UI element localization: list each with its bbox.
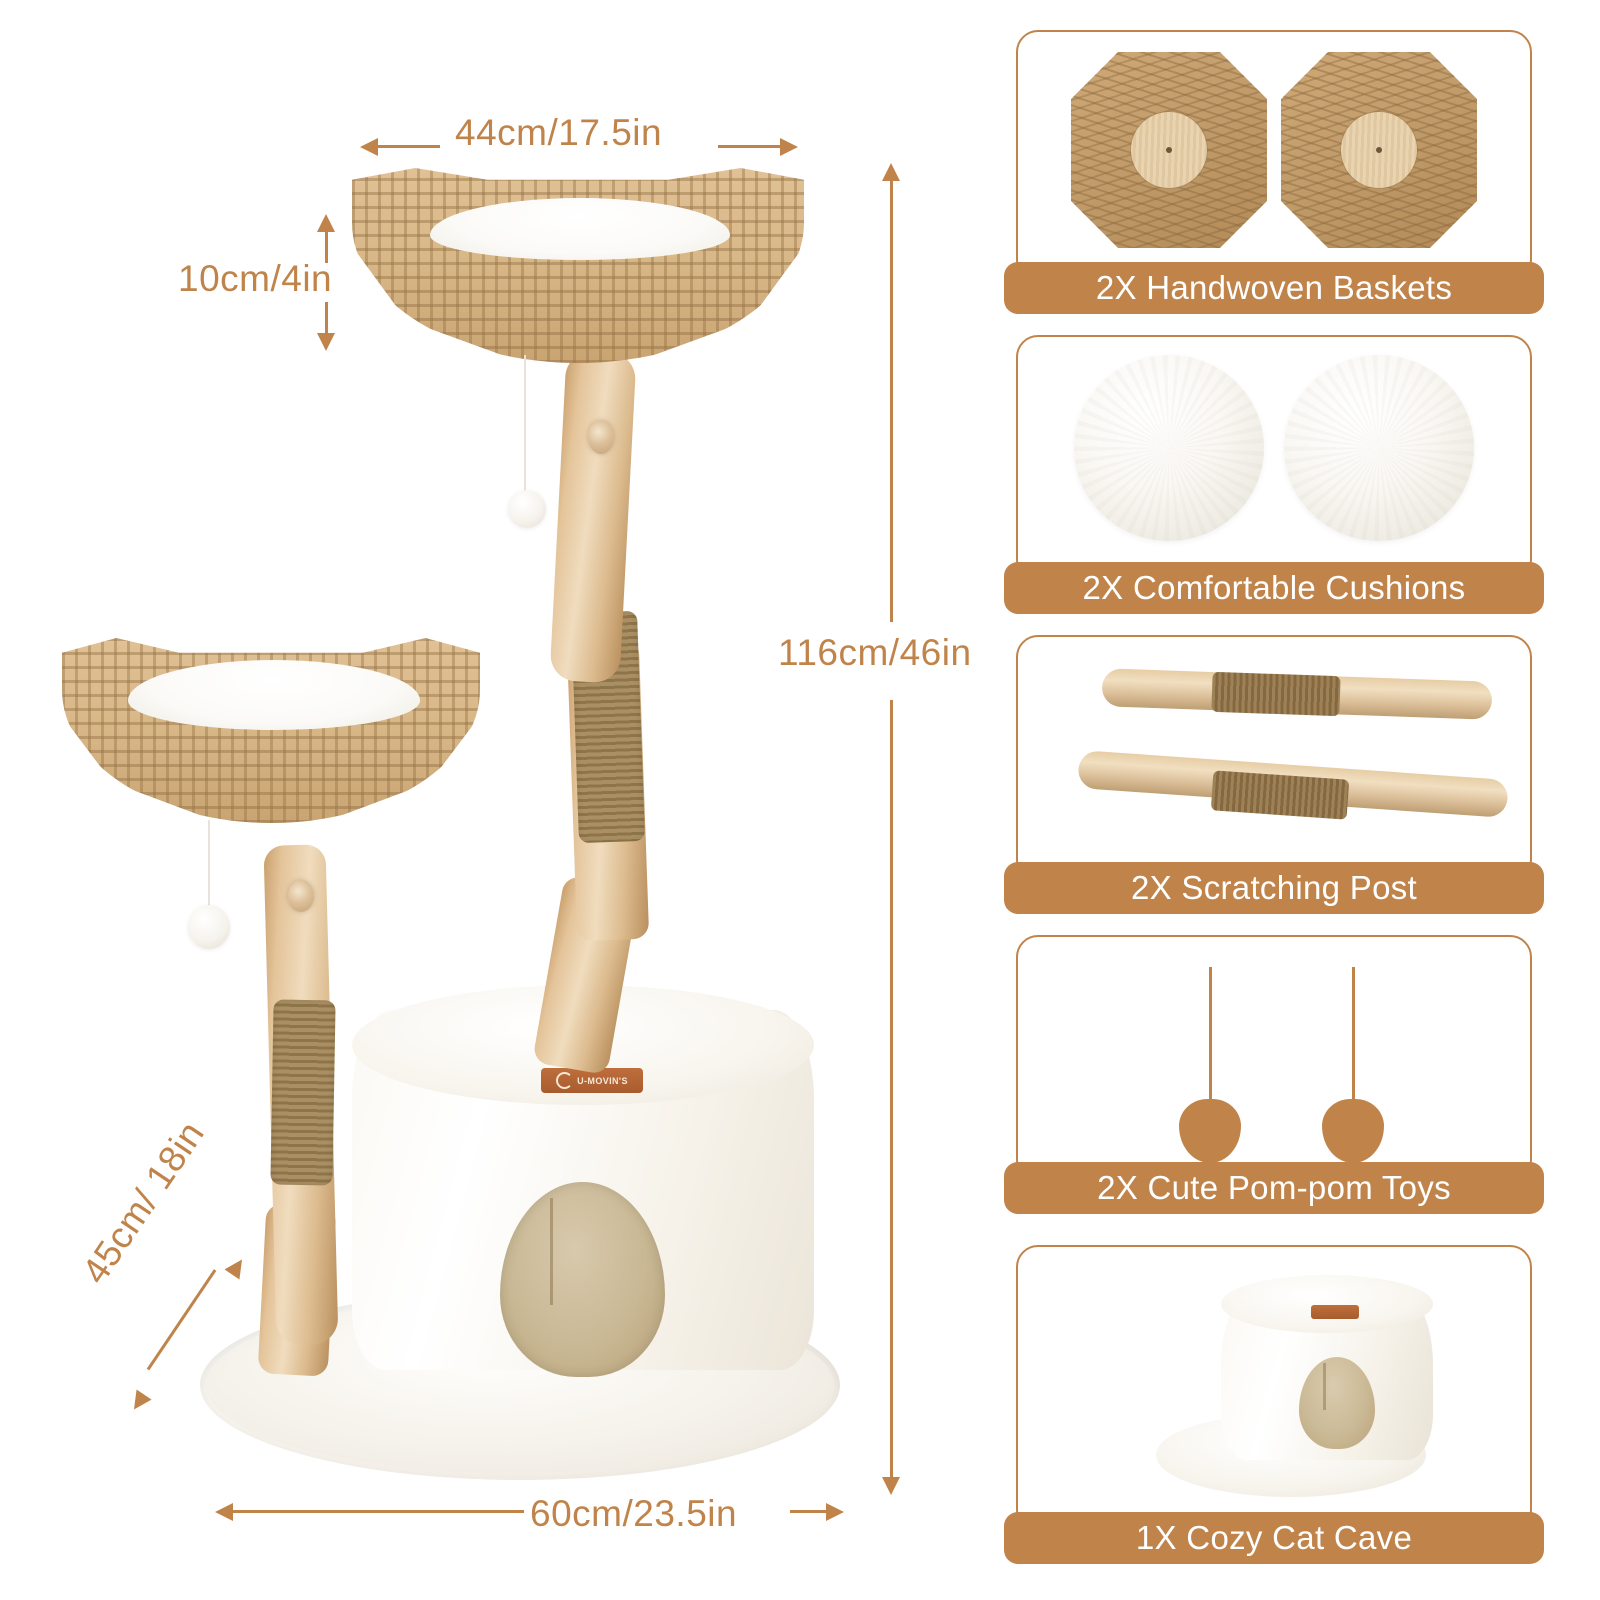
panel-comfortable-cushions[interactable]: 2X Comfortable Cushions — [1004, 335, 1544, 620]
main-post-knot — [588, 420, 614, 454]
panel-art-cat-cave — [1016, 1245, 1532, 1532]
product-illustration: 44cm/17.5in 10cm/4in 116cm/46in 45cm/ 18… — [62, 112, 971, 1534]
panel-pom-pom-toys[interactable]: 2X Cute Pom-pom Toys — [1004, 935, 1544, 1220]
panel-art-handwoven-baskets — [1016, 30, 1532, 282]
panel-label-scratching-post: 2X Scratching Post — [1004, 862, 1544, 914]
dimension-label-top-basket-width: 44cm/17.5in — [455, 112, 663, 153]
pom-pom-ball-1 — [1179, 1099, 1241, 1163]
cat-cave-mini-entrance — [1299, 1357, 1375, 1449]
arrow-line-basket-depth-b — [325, 302, 328, 334]
lower-basket-cushion — [128, 660, 420, 730]
dimension-label-base-depth: 45cm/ 18in — [74, 1113, 213, 1291]
woven-basket-center-disc-2 — [1341, 112, 1417, 188]
panel-label-cozy-cat-cave: 1X Cozy Cat Cave — [1004, 1512, 1544, 1564]
arrow-head-right-base-width — [826, 1503, 844, 1521]
arrow-line-top-width-b — [718, 145, 780, 148]
panel-label-pom-pom-toys: 2X Cute Pom-pom Toys — [1004, 1162, 1544, 1214]
arrow-head-left-top-width — [360, 138, 378, 156]
woven-basket-item-1 — [1071, 52, 1267, 248]
scratching-post-rope-1 — [1211, 671, 1341, 717]
panel-handwoven-baskets[interactable]: 2X Handwoven Baskets — [1004, 30, 1544, 320]
arrow-line-base-width-a — [232, 1510, 524, 1513]
arrow-head-down-basket-depth — [317, 333, 335, 351]
upper-pom-pom-string — [524, 355, 526, 495]
arrow-line-total-height-b — [890, 700, 893, 1478]
dimension-label-base-width: 60cm/23.5in — [530, 1493, 738, 1534]
woven-basket-center-disc-1 — [1131, 112, 1207, 188]
scratching-post-rope-2 — [1210, 770, 1350, 820]
cushion-item-2 — [1284, 355, 1474, 541]
dimension-label-top-basket-depth: 10cm/4in — [178, 258, 333, 299]
lower-pom-pom-ball — [188, 905, 230, 949]
upper-basket-cushion — [430, 198, 730, 260]
brand-label-text: U-MOVIN'S — [577, 1075, 628, 1086]
arrow-head-left-base-width — [215, 1503, 233, 1521]
brand-logo-icon — [556, 1072, 574, 1089]
arrow-line-total-height-a — [890, 180, 893, 622]
cat-cave-mini-brand-tag — [1311, 1305, 1359, 1319]
pom-pom-string-1 — [1209, 967, 1212, 1103]
arrow-head-down-total-height — [882, 1477, 900, 1495]
pom-pom-string-2 — [1352, 967, 1355, 1103]
left-post-knot — [288, 880, 314, 912]
woven-basket-item-2 — [1281, 52, 1477, 248]
pom-pom-ball-2 — [1322, 1099, 1384, 1163]
panel-art-pom-pom-toys — [1016, 935, 1532, 1182]
arrow-head-right-top-width — [780, 138, 798, 156]
dimension-label-total-height: 116cm/46in — [778, 632, 972, 673]
cushion-item-1 — [1074, 355, 1264, 541]
panel-label-comfortable-cushions: 2X Comfortable Cushions — [1004, 562, 1544, 614]
arrow-head-base-depth-upper — [224, 1254, 250, 1280]
arrow-line-base-depth — [146, 1269, 217, 1371]
panel-cozy-cat-cave[interactable]: 1X Cozy Cat Cave — [1004, 1245, 1544, 1570]
upper-pom-pom-ball — [508, 490, 546, 528]
lower-pom-pom-string — [208, 820, 210, 910]
panel-label-handwoven-baskets: 2X Handwoven Baskets — [1004, 262, 1544, 314]
arrow-head-up-basket-depth — [317, 214, 335, 232]
arrow-line-base-width-b — [790, 1510, 826, 1513]
left-post-sisal-wrap — [270, 999, 336, 1186]
arrow-line-top-width-a — [377, 145, 440, 148]
cat-cave-entrance — [500, 1182, 665, 1377]
panel-art-cushions — [1016, 335, 1532, 582]
arrow-head-up-total-height — [882, 163, 900, 181]
arrow-line-basket-depth-a — [325, 231, 328, 263]
cat-cave-mini-top — [1221, 1275, 1433, 1333]
panel-art-scratching-posts — [1016, 635, 1532, 882]
arrow-head-base-depth-lower — [126, 1389, 152, 1415]
feature-panel-list: 2X Handwoven Baskets 2X Comfortable Cush… — [1004, 0, 1600, 1600]
panel-card-4 — [1016, 935, 1532, 1182]
panel-scratching-post[interactable]: 2X Scratching Post — [1004, 635, 1544, 920]
